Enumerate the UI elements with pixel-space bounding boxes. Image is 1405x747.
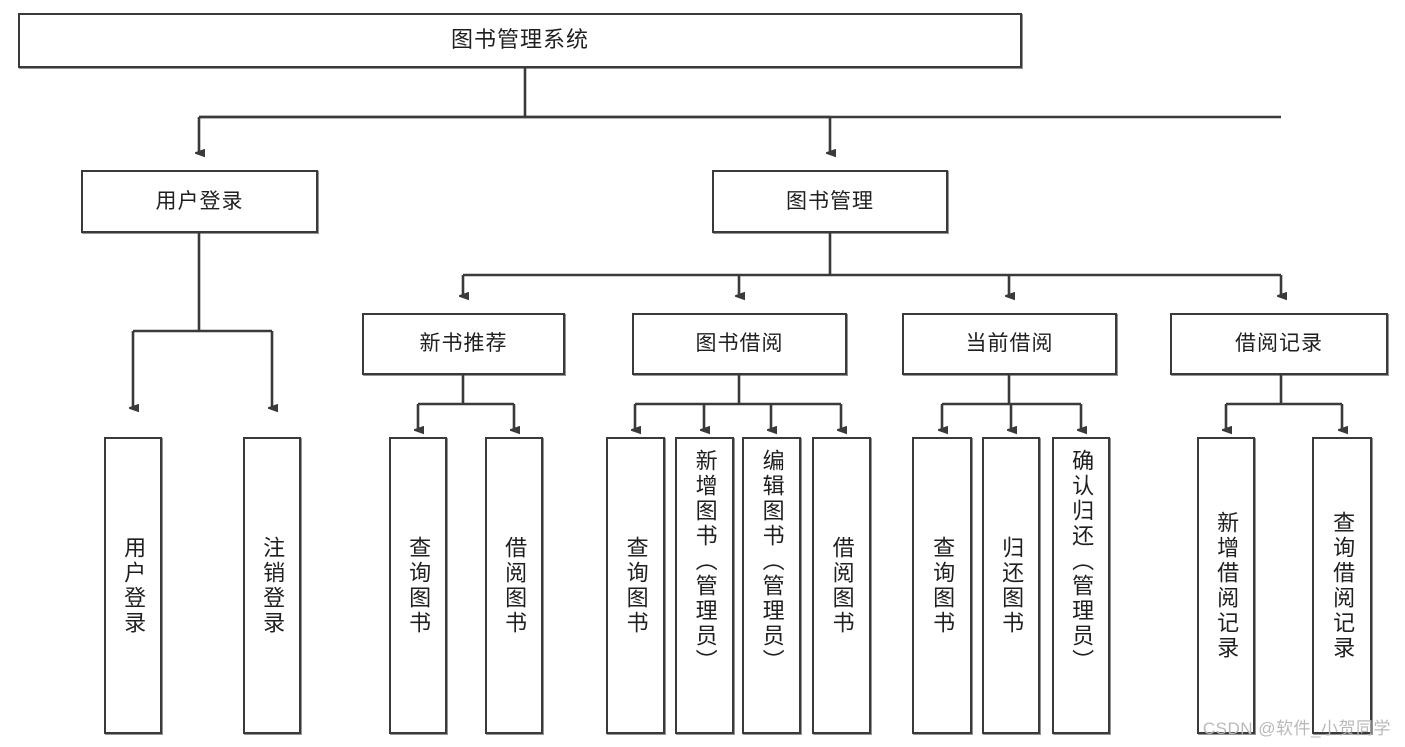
leaf-borrow-add-book-admin[interactable]: 新增图书（管理员）: [675, 437, 734, 734]
node-label: 查询图书: [930, 535, 956, 636]
leaf-record-add-record[interactable]: 新增借阅记录: [1197, 437, 1255, 734]
node-book-management[interactable]: 图书管理: [712, 170, 948, 233]
leaf-borrow-query-book[interactable]: 查询图书: [606, 437, 665, 734]
node-label: 查询图书: [623, 535, 649, 636]
node-label: 用户登录: [155, 189, 244, 213]
node-book-borrow[interactable]: 图书借阅: [632, 313, 847, 375]
node-label: 新书推荐: [419, 332, 508, 356]
watermark: CSDN @软件_小贺同学: [1202, 719, 1391, 738]
leaf-recommend-borrow-book[interactable]: 借阅图书: [485, 437, 543, 734]
node-label: 查询借阅记录: [1330, 510, 1356, 661]
node-label: 新增图书（管理员）: [692, 449, 718, 674]
leaf-record-query-record[interactable]: 查询借阅记录: [1312, 437, 1372, 734]
node-new-book-recommend[interactable]: 新书推荐: [362, 313, 565, 375]
node-label: 图书借阅: [695, 332, 784, 356]
leaf-current-return-book[interactable]: 归还图书: [982, 437, 1040, 734]
node-label: 当前借阅: [965, 332, 1054, 356]
leaf-recommend-query-book[interactable]: 查询图书: [389, 437, 447, 734]
node-label: 查询图书: [406, 535, 432, 636]
leaf-user-login-signin[interactable]: 用户登录: [104, 437, 162, 734]
node-label: 借阅图书: [829, 535, 855, 636]
node-current-borrow[interactable]: 当前借阅: [902, 313, 1117, 375]
node-user-login[interactable]: 用户登录: [81, 170, 318, 233]
node-label: 借阅图书: [502, 535, 528, 636]
leaf-current-confirm-return-admin[interactable]: 确认归还（管理员）: [1052, 437, 1110, 734]
leaf-borrow-borrow-book[interactable]: 借阅图书: [812, 437, 871, 734]
node-borrow-record[interactable]: 借阅记录: [1170, 313, 1388, 375]
node-label: 编辑图书（管理员）: [759, 449, 785, 674]
leaf-current-query-book[interactable]: 查询图书: [912, 437, 972, 734]
node-label: 图书管理系统: [450, 27, 589, 53]
node-label: 新增借阅记录: [1214, 510, 1240, 661]
node-label: 用户登录: [121, 535, 147, 636]
node-label: 归还图书: [999, 535, 1025, 636]
leaf-user-login-signout[interactable]: 注销登录: [243, 437, 301, 734]
leaf-borrow-edit-book-admin[interactable]: 编辑图书（管理员）: [742, 437, 801, 734]
node-label: 图书管理: [786, 189, 874, 213]
node-label: 借阅记录: [1235, 332, 1323, 356]
node-label: 确认归还（管理员）: [1069, 449, 1095, 674]
node-label: 注销登录: [260, 535, 286, 636]
node-root-system[interactable]: 图书管理系统: [18, 13, 1022, 68]
